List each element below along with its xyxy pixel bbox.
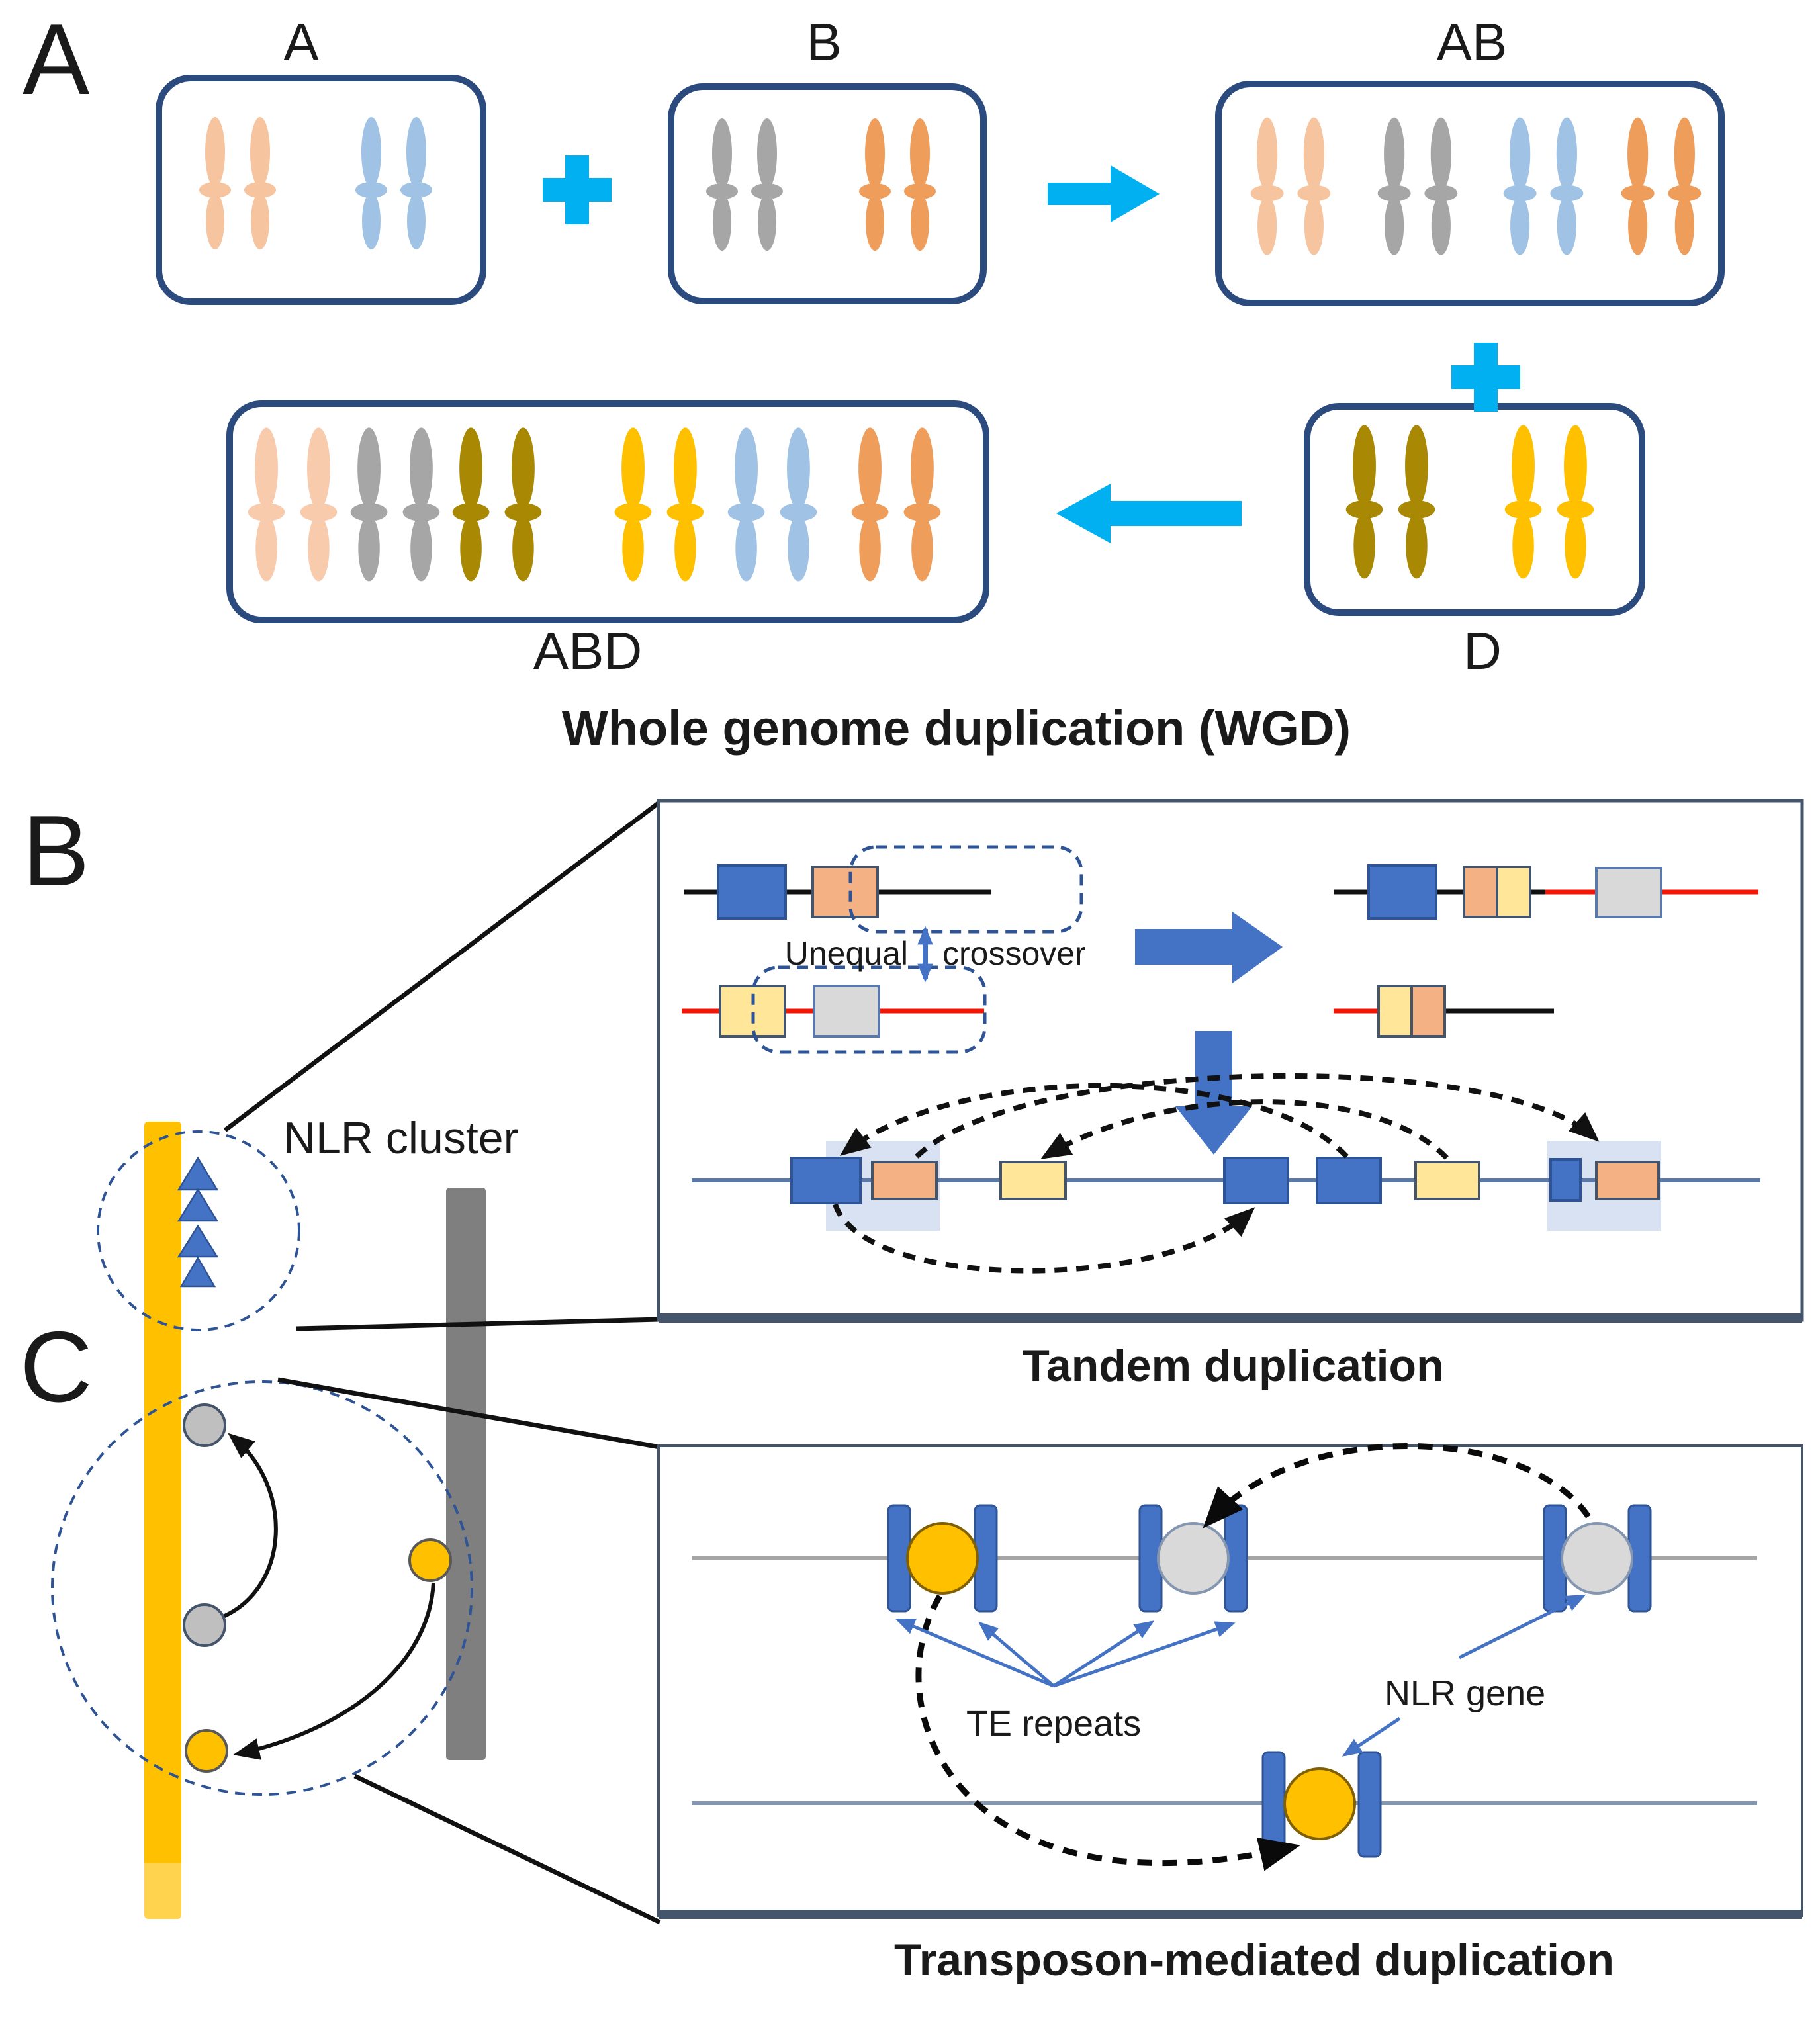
- genome-label-AB: AB: [1436, 13, 1508, 71]
- genome-box-AB: [1215, 81, 1725, 306]
- duplication-arc: [839, 1083, 1349, 1159]
- gene-circle-gray: [183, 1603, 226, 1647]
- wgd-title: Whole genome duplication (WGD): [561, 701, 1351, 756]
- gene-circle-gray: [183, 1403, 226, 1447]
- panel-transposon: [51, 1377, 661, 1925]
- gene-yellow: [999, 1161, 1067, 1200]
- te-unit-gray-middle: [1138, 1504, 1248, 1613]
- duplication-arc: [833, 1203, 1255, 1274]
- gene-blue: [1223, 1157, 1289, 1204]
- tandem-array-genes: [790, 1157, 1660, 1204]
- te-unit-yellow-source: [887, 1504, 998, 1613]
- unequal-crossover-label-left: Unequal: [784, 935, 908, 972]
- gene-fused-yellow: [1377, 985, 1413, 1038]
- panel-nlr-cluster: [97, 800, 662, 1919]
- transposon-duplication-inset: [657, 1443, 1803, 1919]
- te-repeats-label: TE repeats: [966, 1704, 1142, 1744]
- tandem-duplication-caption: Tandem duplication: [1022, 1341, 1444, 1391]
- transposition-dashed-circle: [51, 1380, 473, 1796]
- callout-line-cluster-to-tandem-bottom: [296, 1317, 660, 1331]
- transposition-arrow: [233, 1582, 435, 1760]
- te-unit-gray-right: [1543, 1504, 1652, 1613]
- gene-fused-peach: [1463, 866, 1498, 918]
- te-unit-yellow-inserted: [1261, 1751, 1382, 1858]
- nlr-gene-label: NLR gene: [1385, 1673, 1546, 1713]
- panel-label-a: A: [23, 3, 90, 116]
- panel-label-b: B: [23, 795, 90, 907]
- tandem-duplication-arcs: [833, 1073, 1600, 1274]
- arrow-left-icon: [1056, 484, 1242, 543]
- callout-line-to-transposon-bottom: [353, 1773, 661, 1925]
- genome-label-ABD: ABD: [533, 621, 643, 680]
- chromosome-bar-gray: [446, 1188, 486, 1760]
- nlr-gene-circle-yellow: [906, 1522, 979, 1595]
- transposition-dashed-arc-long: [915, 1594, 1301, 1871]
- arrow-right-icon: [1048, 165, 1160, 222]
- genome-label-B: B: [806, 13, 842, 71]
- duplication-arc: [1040, 1099, 1449, 1160]
- nlr-gene-triangles: [177, 1156, 219, 1288]
- genome-label-D: D: [1463, 621, 1502, 680]
- callout-line-to-transposon-top: [277, 1377, 660, 1450]
- gene-peach: [871, 1161, 938, 1200]
- unequal-crossover-label-right: crossover: [942, 935, 1086, 972]
- gene-blue: [1367, 864, 1437, 920]
- gene-blue: [717, 864, 787, 920]
- genome-box-A: [156, 75, 486, 305]
- gene-yellow: [719, 985, 786, 1038]
- pointer-arrow: [978, 1621, 1055, 1687]
- pointer-arrow: [895, 1618, 1054, 1688]
- pointer-arrow: [1053, 1621, 1236, 1688]
- transposition-arrow: [220, 1433, 278, 1619]
- nlr-gene-circle-gray: [1157, 1522, 1230, 1595]
- te-repeat-bar: [1357, 1751, 1382, 1858]
- gene-circle-yellow: [185, 1729, 228, 1773]
- gene-gray: [813, 985, 880, 1038]
- block-arrow-right-icon: [1135, 912, 1283, 983]
- tandem-duplication-inset: [657, 799, 1804, 1323]
- transposition-dashed-arc-top: [1203, 1443, 1591, 1529]
- genome-label-A: A: [283, 13, 319, 71]
- duplication-arc: [915, 1073, 1600, 1159]
- gene-fused-yellow: [1496, 866, 1531, 918]
- block-arrow-down-icon: [1175, 1031, 1252, 1155]
- gene-peach: [811, 866, 879, 918]
- plus-icon: [1451, 343, 1520, 412]
- panel-label-c: C: [20, 1311, 93, 1423]
- transposon-duplication-caption: Transposon-mediated duplication: [893, 1935, 1615, 1985]
- te-repeat-bar: [1261, 1751, 1286, 1858]
- nlr-gene-pointer-arrow: [1342, 1716, 1401, 1757]
- nlr-cluster-label: NLR cluster: [283, 1113, 519, 1163]
- nlr-gene-pointer-arrow: [1458, 1594, 1586, 1660]
- gene-blue: [1316, 1157, 1382, 1204]
- nlr-gene-circle-gray: [1561, 1522, 1633, 1595]
- chromosome-bar-yellow: [144, 1122, 181, 1919]
- callout-line-cluster-to-tandem-top: [223, 800, 662, 1132]
- gene-peach: [1595, 1161, 1660, 1200]
- te-repeats-pointer-arrows: [895, 1618, 1236, 1688]
- gene-circle-yellow: [408, 1538, 452, 1582]
- gene-blue: [790, 1157, 862, 1204]
- pointer-arrow: [1052, 1620, 1155, 1688]
- gene-gray: [1595, 867, 1662, 918]
- genome-box-B: [668, 83, 987, 304]
- gene-blue-narrow: [1549, 1158, 1582, 1202]
- nlr-cluster-dashed-circle: [97, 1130, 300, 1331]
- plus-icon: [543, 155, 612, 224]
- gene-yellow: [1414, 1161, 1480, 1200]
- nlr-gene-circle-yellow: [1283, 1767, 1356, 1840]
- panel-wgd: [156, 75, 1725, 623]
- gene-fused-peach: [1410, 985, 1446, 1038]
